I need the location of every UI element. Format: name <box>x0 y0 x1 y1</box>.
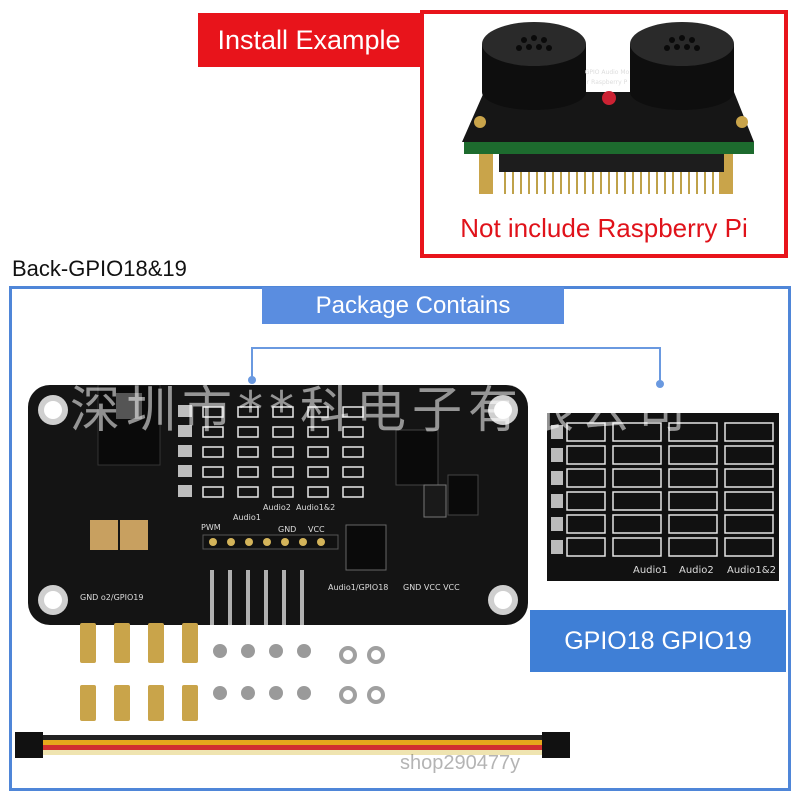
zoom-audio12: Audio1&2 <box>727 565 776 576</box>
silk-audio1-gpio18: Audio1/GPIO18 <box>328 583 389 592</box>
zoom-audio2: Audio2 <box>679 565 714 576</box>
jumper-zoom-detail: Audio1 Audio2 Audio1&2 <box>547 413 779 581</box>
not-include-note: Not include Raspberry Pi <box>460 213 748 243</box>
gpio18-gpio19-banner: GPIO18 GPIO19 <box>530 610 786 672</box>
jumper-grid <box>551 422 774 557</box>
install-example-photo: GPIO Audio Mo r Raspberry P Not include … <box>420 10 788 258</box>
install-example-label: Install Example <box>198 13 420 67</box>
installed-module-illustration: GPIO Audio Mo r Raspberry P <box>462 22 754 194</box>
washers <box>339 646 385 704</box>
silk-pwm: PWM <box>201 523 221 532</box>
silk-audio2: Audio2 <box>263 503 291 512</box>
shop-watermark: shop290477y <box>400 752 521 774</box>
silk-audio1: Audio1 <box>233 513 261 522</box>
package-contains-banner: Package Contains <box>262 287 564 324</box>
pcb-illustration <box>28 384 528 625</box>
chinese-watermark: 深圳市**科电子有限公司 <box>70 381 692 439</box>
accessories <box>80 623 385 721</box>
silk-gnd-vcc-vcc: GND VCC VCC <box>403 583 460 592</box>
zoom-audio1: Audio1 <box>633 565 668 576</box>
gpio-audio-board: PWM Audio1 Audio2 Audio1&2 GND VCC Audio… <box>28 384 528 625</box>
brass-standoffs <box>80 623 198 721</box>
svg-text:r Raspberry P: r Raspberry P <box>587 79 628 86</box>
jumper-cable <box>15 732 570 758</box>
back-gpio-title: Back-GPIO18&19 <box>12 256 187 281</box>
silk-gnd-gpio19: GND o2/GPIO19 <box>80 593 144 602</box>
silk-gnd: GND <box>278 525 297 534</box>
screws <box>213 644 311 700</box>
silk-vcc: VCC <box>308 525 325 534</box>
silk-audio12: Audio1&2 <box>296 503 336 512</box>
svg-text:GPIO Audio Mo: GPIO Audio Mo <box>585 69 630 76</box>
